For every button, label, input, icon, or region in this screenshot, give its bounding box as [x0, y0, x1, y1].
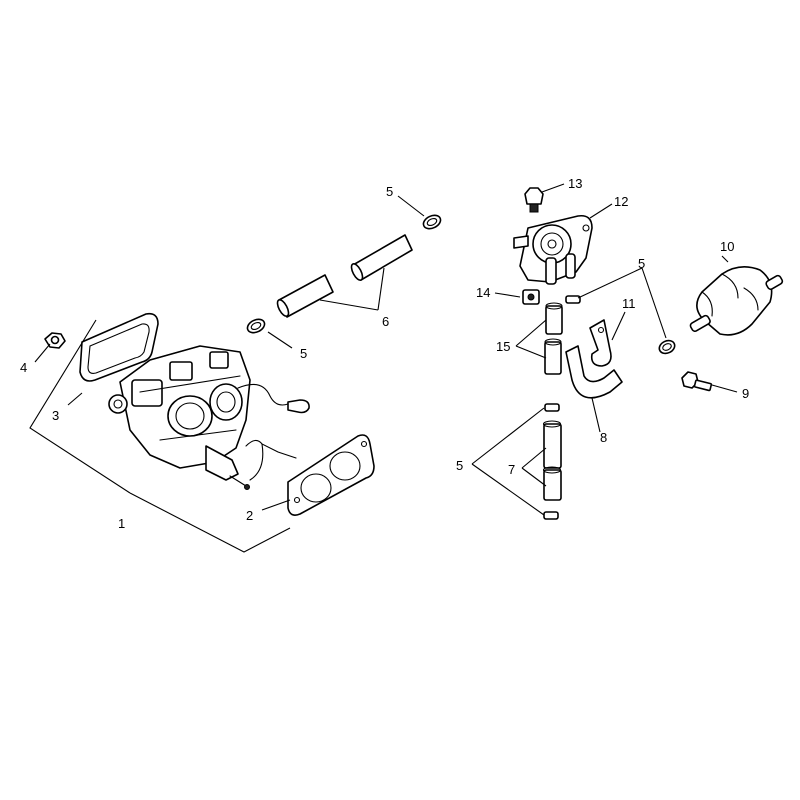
part-11-bracket	[589, 319, 612, 367]
part-5-clamp-filter	[658, 339, 676, 355]
callout-5-right: 5	[638, 256, 645, 271]
part-7-hose-lower	[542, 466, 562, 501]
part-5-clamp-upper	[422, 214, 442, 230]
leader-lines	[29, 183, 738, 553]
part-7-hose-upper	[542, 420, 562, 469]
callout-6: 6	[382, 314, 389, 329]
part-2-intake-gasket	[287, 434, 375, 516]
part-9-bolt	[681, 371, 713, 392]
callout-7: 7	[508, 462, 515, 477]
callout-13: 13	[568, 176, 582, 191]
callout-5-lower: 5	[456, 458, 463, 473]
callout-5-upper: 5	[386, 184, 393, 199]
callout-9: 9	[742, 386, 749, 401]
part-1-carburetor	[108, 345, 310, 490]
part-15-hose-upper	[545, 302, 563, 335]
part-6-fuel-hose	[276, 234, 413, 318]
part-5-clamp-lower-top	[544, 403, 560, 412]
part-15-hose-lower	[544, 338, 562, 375]
callout-2: 2	[246, 508, 253, 523]
callout-5-middle: 5	[300, 346, 307, 361]
part-5-clamp-middle	[246, 318, 266, 334]
part-5-clamp-lower-bottom	[543, 511, 559, 520]
callout-8: 8	[600, 430, 607, 445]
part-5-clamp-pump	[565, 295, 581, 304]
callout-3: 3	[52, 408, 59, 423]
part-10-fuel-filter	[689, 266, 784, 336]
part-12-fuel-pump	[513, 214, 593, 285]
callout-10: 10	[720, 239, 734, 254]
part-13-fitting	[524, 187, 544, 213]
callout-1: 1	[118, 516, 125, 531]
part-14-clip	[522, 289, 540, 305]
callout-12: 12	[614, 194, 628, 209]
part-8-elbow-hose	[565, 345, 623, 399]
callout-14: 14	[476, 285, 490, 300]
callout-4: 4	[20, 360, 27, 375]
callout-11: 11	[622, 296, 636, 311]
part-3-gasket	[79, 312, 159, 382]
callout-15: 15	[496, 339, 510, 354]
